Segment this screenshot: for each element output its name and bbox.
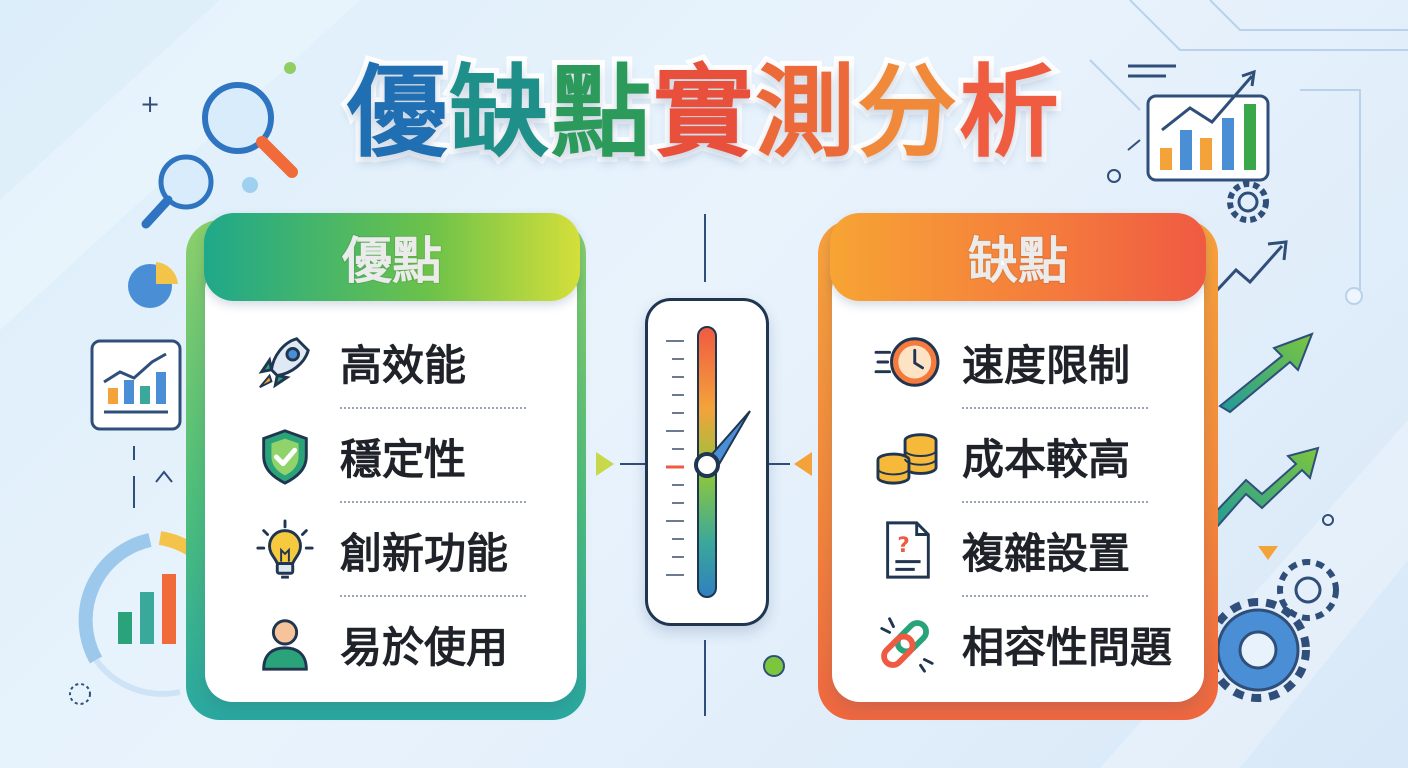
cons-item-label: 成本較高 [962,434,1131,484]
divider [340,407,526,409]
title-char: 析 [954,49,1064,176]
cons-item: 相容性問題 [872,597,1172,691]
title-char: 實 [648,49,758,176]
cons-item: 成本較高 [872,409,1130,503]
svg-text:?: ? [897,533,909,558]
cons-heading-label: 缺點 [967,231,1069,291]
pie-chart-icon [128,262,178,308]
pros-item: 創新功能 [250,503,508,597]
cons-item-label: 相容性問題 [962,622,1173,672]
title-char: 點 [546,49,656,176]
user-icon [250,609,320,679]
cons-item: ? 複雜設置 [872,503,1130,597]
pros-item-label: 易於使用 [340,622,509,672]
donut-chart-icon [78,531,209,697]
cons-item-label: 速度限制 [962,340,1131,390]
rocket-icon [250,327,320,397]
divider [962,501,1148,503]
pros-item: 高效能 [250,315,466,409]
divider [962,407,1148,409]
title-char: 測 [750,49,860,176]
bar-chart-icon [1128,64,1270,182]
pros-heading: 優點 [204,213,580,301]
title-char: 缺 [444,49,554,176]
title-char: 優 [342,49,452,176]
pros-item-label: 創新功能 [340,528,509,578]
fast-clock-icon [872,327,942,397]
line-chart-icon [90,339,182,431]
magnifier-icon [141,82,298,229]
divider [340,501,526,503]
divider [340,595,526,597]
lightbulb-icon [250,515,320,585]
gauge-meter-icon [645,298,769,626]
pros-item-label: 穩定性 [340,434,467,484]
shield-check-icon [250,421,320,491]
cons-item: 速度限制 [872,315,1130,409]
question-document-icon: ? [872,515,942,585]
divider [962,595,1148,597]
title-char: 分 [852,49,962,176]
gear-icon [1227,181,1269,223]
page-title: 優缺點實測分析 [0,48,1408,178]
cons-item-label: 複雜設置 [962,528,1131,578]
pros-item: 穩定性 [250,409,466,503]
coins-icon [872,421,942,491]
pros-heading-label: 優點 [341,231,443,291]
pros-item: 易於使用 [250,597,508,691]
pros-panel [205,262,577,702]
broken-chain-icon [872,609,942,679]
trend-arrow-icon [1206,240,1320,530]
svg-text:+: + [140,90,160,118]
cons-heading: 缺點 [830,213,1206,301]
pros-item-label: 高效能 [340,340,467,390]
